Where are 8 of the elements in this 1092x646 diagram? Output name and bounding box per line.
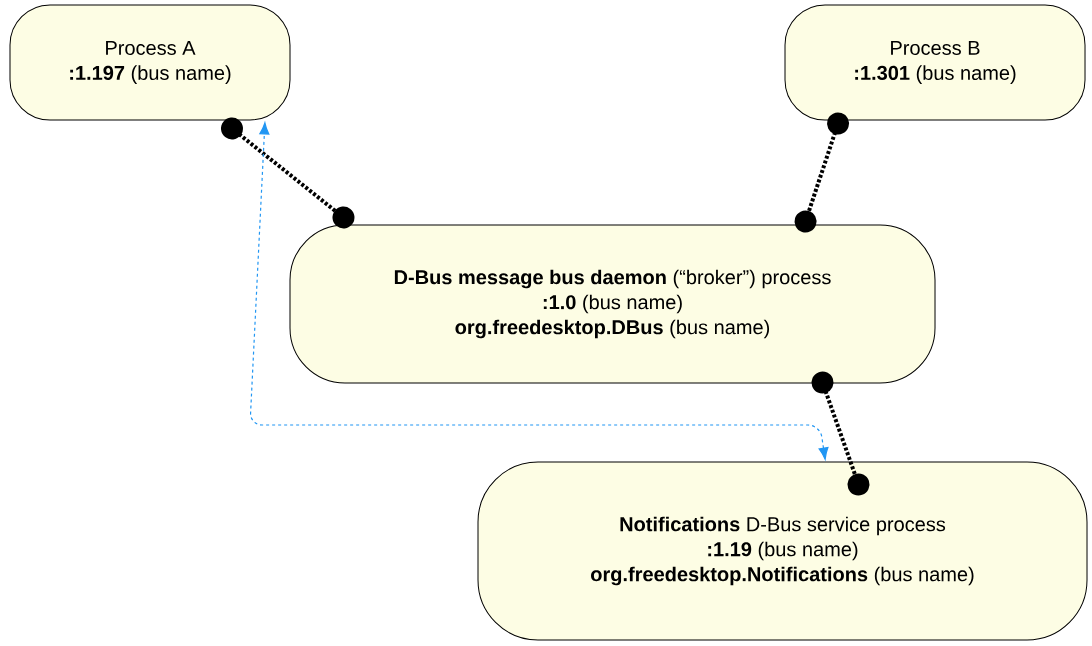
process-box: Process B :1.301 (bus name) (784, 4, 1086, 121)
process-box: Process A :1.197 (bus name) (9, 4, 291, 121)
arrow (250, 122, 829, 460)
process-box: Notifications D-Bus service process :1.19 (bus name) org.freedesktop.Notifications (bus name) (477, 461, 1088, 641)
connector (221, 117, 355, 229)
connector (811, 371, 870, 496)
connector (794, 112, 849, 233)
process-box: D-Bus message bus daemon (“broker”) process :1.0 (bus name) org.freedesktop.DBus (bus name) (289, 224, 936, 384)
